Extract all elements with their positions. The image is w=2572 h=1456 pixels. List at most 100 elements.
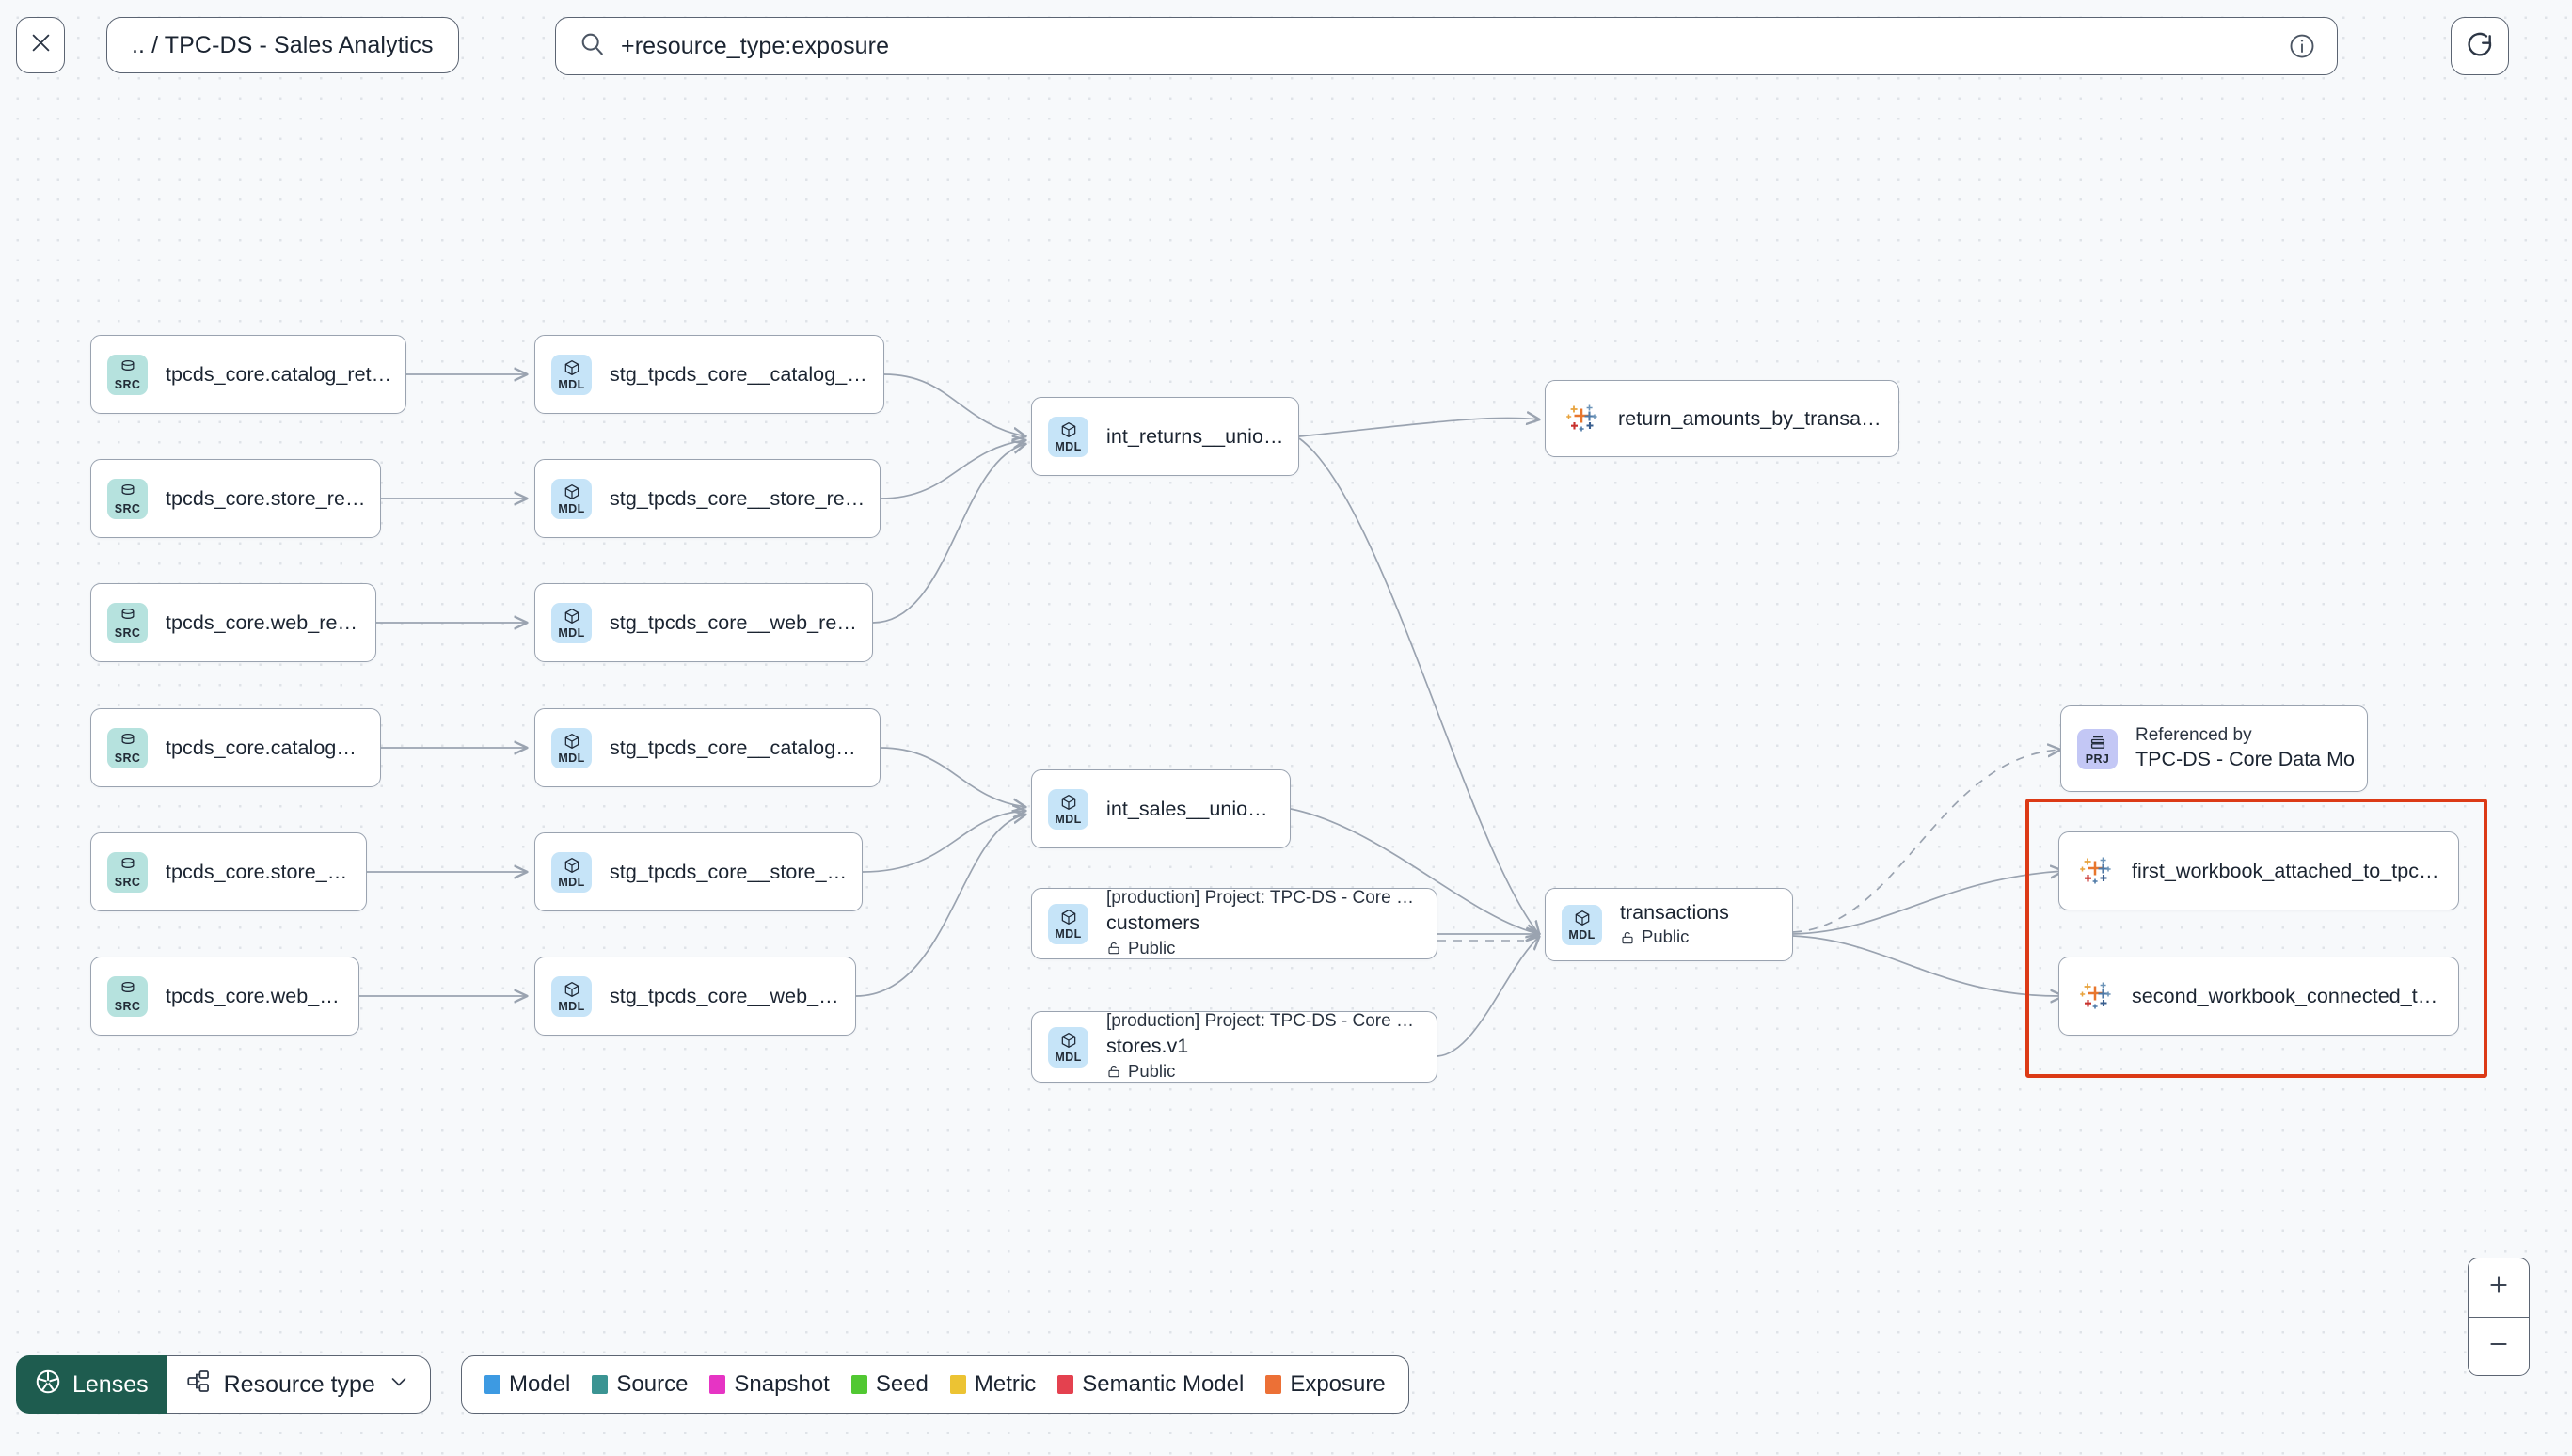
refresh-button[interactable] [2451, 17, 2509, 75]
search-input[interactable] [606, 31, 2288, 61]
source-node[interactable]: SRC tpcds_core.web_sales [90, 957, 359, 1036]
node-label: stg_tpcds_core__store_sales [610, 860, 849, 883]
legend-label: Semantic Model [1082, 1371, 1245, 1397]
source-node[interactable]: SRC tpcds_core.catalog_sales [90, 708, 381, 787]
node-label: stg_tpcds_core__web_sales [610, 984, 842, 1007]
model-node[interactable]: MDL stg_tpcds_core__store_sales [534, 832, 863, 911]
close-button[interactable] [16, 17, 65, 73]
node-label: stg_tpcds_core__catalog_sales [610, 736, 866, 759]
legend-swatch [592, 1375, 609, 1394]
badge-text: MDL [1055, 926, 1082, 941]
legend-item-exposure[interactable]: Exposure [1265, 1371, 1386, 1398]
legend-label: Exposure [1290, 1371, 1386, 1397]
node-label: tpcds_core.catalog_sales [166, 736, 367, 759]
mdl-badge: MDL [1048, 788, 1088, 830]
mdl-badge: MDL [551, 727, 592, 768]
node-label: tpcds_core.web_sales [166, 984, 345, 1007]
node-reference-label: Referenced by [2135, 724, 2252, 745]
legend-item-snapshot[interactable]: Snapshot [709, 1371, 830, 1398]
project-reference-node[interactable]: PRJ Referenced by TPC-DS - Core Data Mod… [2060, 705, 2368, 792]
legend-label: Metric [974, 1371, 1037, 1397]
legend-swatch [1057, 1375, 1074, 1394]
node-label: stores.v1 [1106, 1034, 1189, 1057]
info-icon[interactable] [2288, 32, 2316, 60]
src-badge: SRC [107, 975, 148, 1017]
node-project-path: [production] Project: TPC-DS - Core Data… [1106, 1011, 1425, 1032]
source-node[interactable]: SRC tpcds_core.web_returns [90, 583, 376, 662]
source-node[interactable]: SRC tpcds_core.store_returns [90, 459, 381, 538]
badge-text: SRC [114, 625, 141, 640]
tableau-icon [1564, 401, 1600, 436]
model-node-transactions[interactable]: MDL transactions Public [1545, 888, 1793, 961]
model-node[interactable]: MDL int_returns__unioned [1031, 397, 1299, 476]
zoom-out-button[interactable] [2469, 1318, 2529, 1376]
tableau-icon [2078, 853, 2114, 889]
zoom-in-button[interactable] [2469, 1258, 2529, 1318]
model-node[interactable]: MDL stg_tpcds_core__catalog_returns [534, 335, 884, 414]
legend-item-metric[interactable]: Metric [949, 1371, 1037, 1398]
mdl-badge: MDL [551, 354, 592, 395]
node-text-block: [production] Project: TPC-DS - Core Data… [1106, 1010, 1425, 1083]
zoom-controls [2468, 1258, 2530, 1376]
badge-text: MDL [558, 501, 585, 515]
node-label: second_workbook_connected_to_live… [2132, 984, 2445, 1007]
resource-type-dropdown[interactable]: Resource type [167, 1355, 431, 1414]
legend-item-source[interactable]: Source [592, 1371, 688, 1398]
node-access: Public [1106, 937, 1425, 960]
exposure-node[interactable]: return_amounts_by_transaction_type [1545, 380, 1899, 457]
model-node[interactable]: MDL stg_tpcds_core__web_returns [534, 583, 873, 662]
src-badge: SRC [107, 727, 148, 768]
model-node-contract[interactable]: MDL [production] Project: TPC-DS - Core … [1031, 1011, 1437, 1083]
node-access: Public [1620, 926, 1729, 949]
model-node[interactable]: MDL stg_tpcds_core__store_returns [534, 459, 881, 538]
breadcrumb-label: .. / TPC-DS - Sales Analytics [132, 31, 434, 58]
refresh-icon [2465, 29, 2495, 64]
src-badge: SRC [107, 602, 148, 643]
lenses-label: Lenses [72, 1370, 149, 1398]
node-label: stg_tpcds_core__web_returns [610, 610, 859, 634]
node-label: int_sales__unioned [1106, 797, 1277, 820]
mdl-badge: MDL [1048, 1026, 1088, 1068]
src-badge: SRC [107, 851, 148, 893]
search-box[interactable] [555, 17, 2338, 75]
model-node-contract[interactable]: MDL [production] Project: TPC-DS - Core … [1031, 888, 1437, 959]
node-text-block: transactions Public [1620, 900, 1729, 950]
close-icon [28, 30, 54, 60]
model-node[interactable]: MDL int_sales__unioned [1031, 769, 1291, 848]
node-label: transactions [1620, 900, 1729, 924]
badge-text: SRC [114, 999, 141, 1013]
node-label: tpcds_core.store_sales [166, 860, 353, 883]
legend-item-semantic-model[interactable]: Semantic Model [1057, 1371, 1244, 1398]
exposure-node[interactable]: second_workbook_connected_to_live… [2058, 957, 2459, 1036]
lenses-control-group: Lenses Resource type [16, 1355, 431, 1414]
legend-swatch [949, 1375, 966, 1394]
model-node[interactable]: MDL stg_tpcds_core__catalog_sales [534, 708, 881, 787]
unlock-icon [1106, 1064, 1121, 1079]
node-label: tpcds_core.store_returns [166, 486, 367, 510]
plus-icon [2486, 1273, 2511, 1302]
node-label: TPC-DS - Core Data Models [2135, 748, 2356, 771]
breadcrumb[interactable]: .. / TPC-DS - Sales Analytics [106, 17, 459, 73]
exposure-node[interactable]: first_workbook_attached_to_tpc-ds_-_… [2058, 831, 2459, 910]
legend-item-seed[interactable]: Seed [850, 1371, 929, 1398]
source-node[interactable]: SRC tpcds_core.store_sales [90, 832, 367, 911]
legend-label: Model [509, 1371, 571, 1397]
lenses-button[interactable]: Lenses [16, 1355, 167, 1414]
legend-label: Seed [875, 1371, 929, 1397]
model-node[interactable]: MDL stg_tpcds_core__web_sales [534, 957, 856, 1036]
badge-text: SRC [114, 751, 141, 765]
node-label: stg_tpcds_core__catalog_returns [610, 362, 870, 386]
legend-item-model[interactable]: Model [484, 1371, 570, 1398]
node-access-label: Public [1642, 926, 1690, 947]
search-icon [579, 30, 606, 62]
node-text-block: Referenced by TPC-DS - Core Data Models [2135, 724, 2356, 773]
mdl-badge: MDL [1048, 903, 1088, 944]
unlock-icon [1106, 941, 1121, 956]
minus-icon [2486, 1332, 2511, 1361]
badge-text: MDL [558, 377, 585, 391]
badge-text: MDL [558, 751, 585, 765]
badge-text: MDL [1055, 1050, 1082, 1064]
legend-label: Snapshot [734, 1371, 830, 1397]
source-node[interactable]: SRC tpcds_core.catalog_returns [90, 335, 406, 414]
node-label: tpcds_core.catalog_returns [166, 362, 392, 386]
